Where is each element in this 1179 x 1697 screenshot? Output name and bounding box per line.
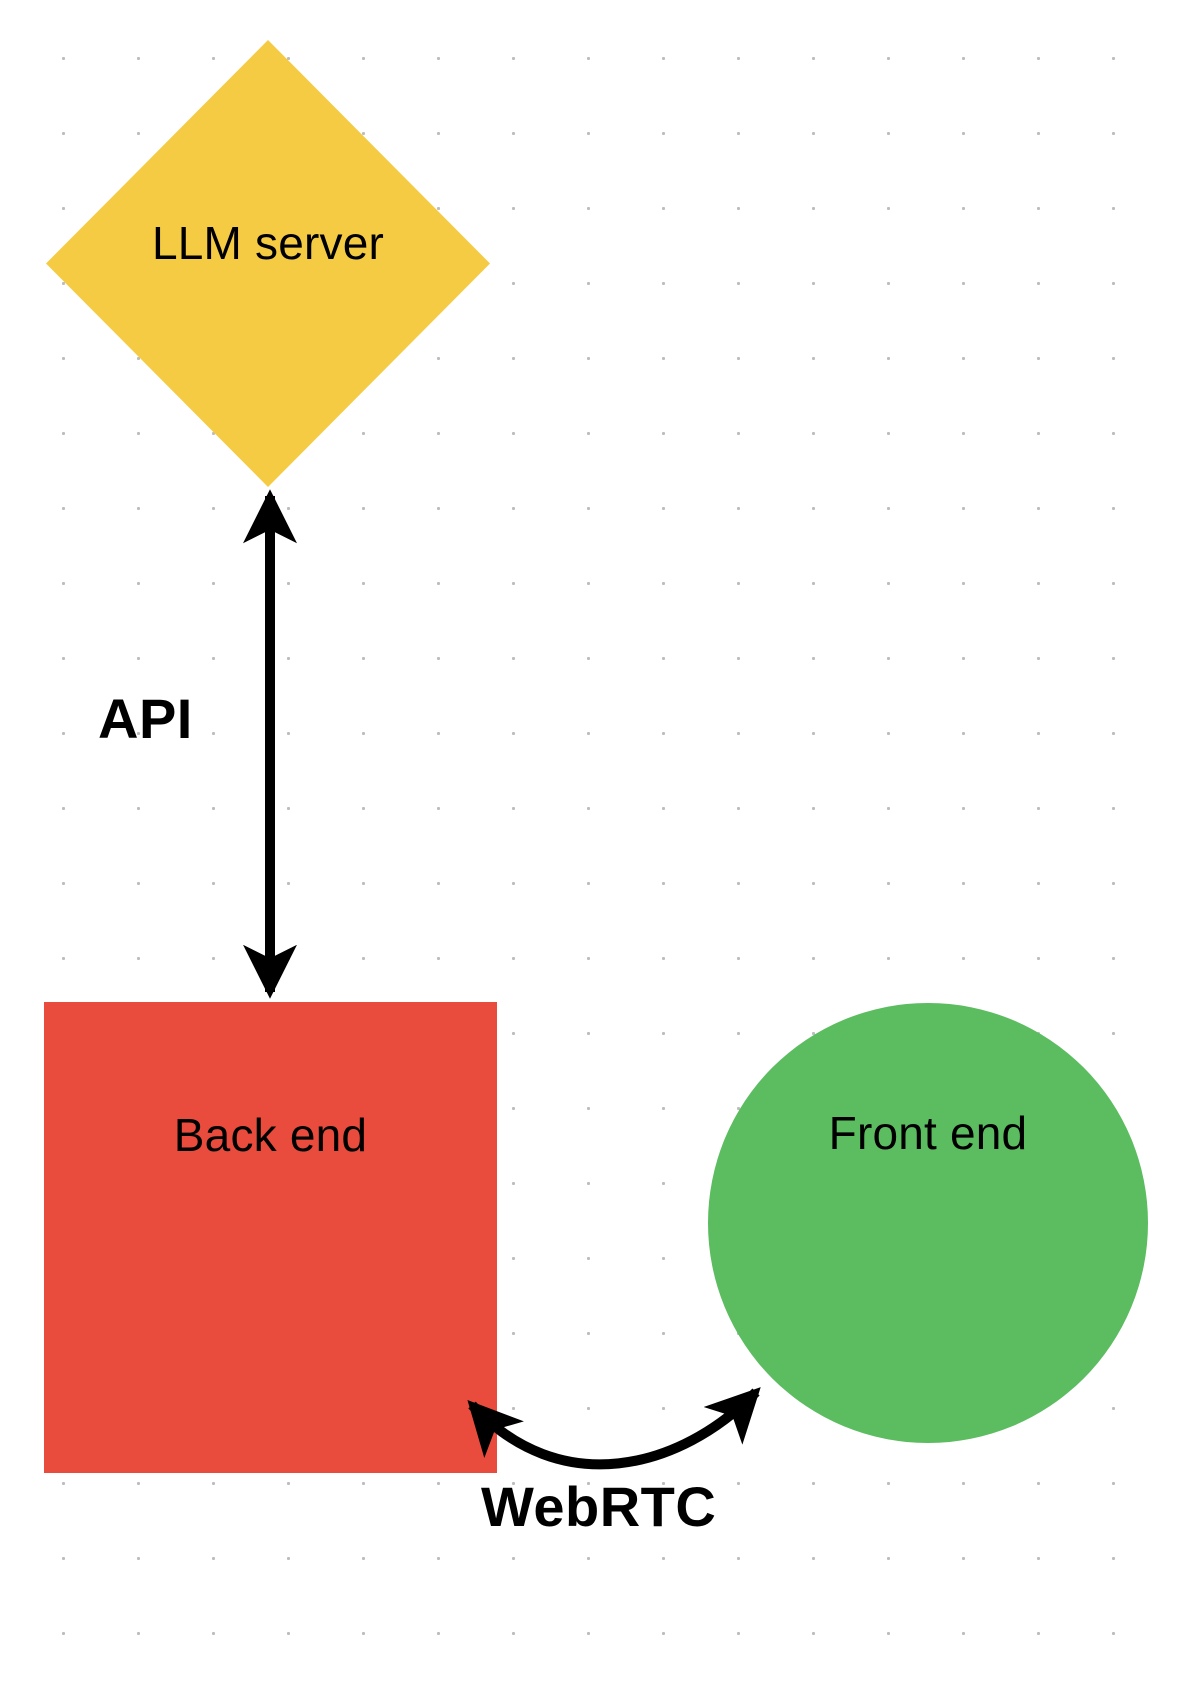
edge-webrtc[interactable] (467, 1387, 761, 1470)
node-shape-front-end[interactable] (708, 1003, 1148, 1443)
edge-label-api: API (98, 687, 193, 750)
edge-label-webrtc: WebRTC (481, 1475, 717, 1538)
node-shape-llm-server[interactable] (46, 40, 490, 487)
node-shape-back-end[interactable] (44, 1002, 497, 1473)
